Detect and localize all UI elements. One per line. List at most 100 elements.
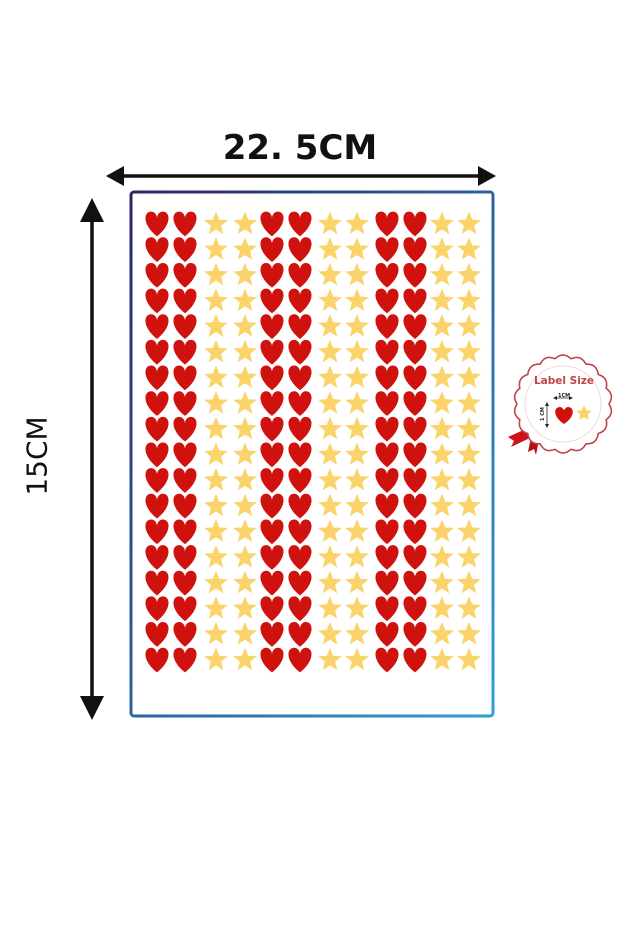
heart-sticker [403,493,427,519]
star-sticker [457,416,481,440]
star-sticker [204,468,228,491]
star-sticker [318,545,342,568]
heart-sticker [173,365,197,391]
heart-sticker [173,314,197,339]
heart-sticker [403,545,427,570]
star-sticker [204,621,228,645]
heart-sticker [288,237,312,262]
star-sticker [318,596,342,619]
height-arrow [80,198,104,720]
heart-sticker [403,262,427,288]
star-sticker [430,365,454,388]
heart-sticker [145,468,169,493]
heart-sticker [403,288,427,314]
heart-sticker [260,545,284,570]
star-sticker [457,468,481,491]
star-sticker [318,365,342,388]
star-sticker [204,442,228,465]
star-sticker [345,339,369,363]
heart-sticker [260,647,284,673]
heart-sticker [375,416,399,442]
heart-sticker [145,365,169,391]
sticker-grid [145,211,481,673]
star-sticker [345,314,369,337]
star-sticker [430,237,454,260]
star-sticker [345,442,369,465]
label-size-width-mark: 1CM [558,393,571,399]
heart-sticker [375,262,399,288]
star-sticker [204,288,228,312]
star-sticker [457,211,481,235]
heart-sticker [145,262,169,288]
heart-sticker [173,622,197,647]
heart-sticker [288,493,312,519]
star-sticker [345,365,369,388]
heart-sticker [173,442,197,468]
star-sticker [318,442,342,465]
star-sticker [318,493,342,517]
heart-sticker [260,211,284,237]
heart-sticker [375,314,399,339]
heart-sticker [403,416,427,442]
star-sticker [318,211,342,235]
heart-sticker [173,596,197,622]
star-sticker [204,570,228,594]
star-sticker [430,288,454,312]
star-sticker [233,647,257,671]
star-sticker [345,288,369,312]
heart-sticker [403,647,427,673]
heart-sticker [288,211,312,237]
heart-sticker [173,288,197,314]
star-sticker [233,314,257,337]
star-sticker [233,391,257,414]
heart-sticker [260,365,284,391]
star-sticker [204,365,228,388]
heart-sticker [173,211,197,237]
star-sticker [233,596,257,619]
heart-sticker [288,339,312,365]
star-sticker [457,262,481,286]
heart-sticker [260,391,284,416]
star-sticker [204,262,228,286]
star-sticker [430,493,454,517]
heart-sticker [288,545,312,570]
heart-sticker [403,314,427,339]
star-sticker [430,570,454,594]
star-sticker [457,391,481,414]
star-sticker [430,545,454,568]
heart-sticker [375,442,399,468]
star-sticker [233,262,257,286]
star-sticker [233,442,257,465]
star-sticker [430,647,454,671]
star-sticker [233,211,257,235]
label-size-title: Label Size [533,375,595,387]
star-sticker [430,519,454,542]
label-size-badge [508,354,613,455]
heart-sticker [403,622,427,647]
star-sticker [204,519,228,542]
heart-sticker [288,570,312,596]
heart-sticker [403,211,427,237]
star-sticker [318,314,342,337]
heart-sticker [375,237,399,262]
star-sticker [345,237,369,260]
heart-sticker [288,442,312,468]
star-sticker [345,519,369,542]
badge-star-icon [576,405,592,420]
heart-sticker [145,622,169,647]
star-sticker [318,288,342,312]
heart-sticker [145,570,169,596]
heart-sticker [288,519,312,545]
heart-sticker [260,262,284,288]
heart-sticker [173,570,197,596]
star-sticker [233,545,257,568]
heart-sticker [403,339,427,365]
heart-sticker [173,391,197,416]
heart-sticker [375,545,399,570]
heart-sticker [403,442,427,468]
star-sticker [345,570,369,594]
star-sticker [430,262,454,286]
heart-sticker [375,622,399,647]
heart-sticker [403,570,427,596]
star-sticker [318,237,342,260]
